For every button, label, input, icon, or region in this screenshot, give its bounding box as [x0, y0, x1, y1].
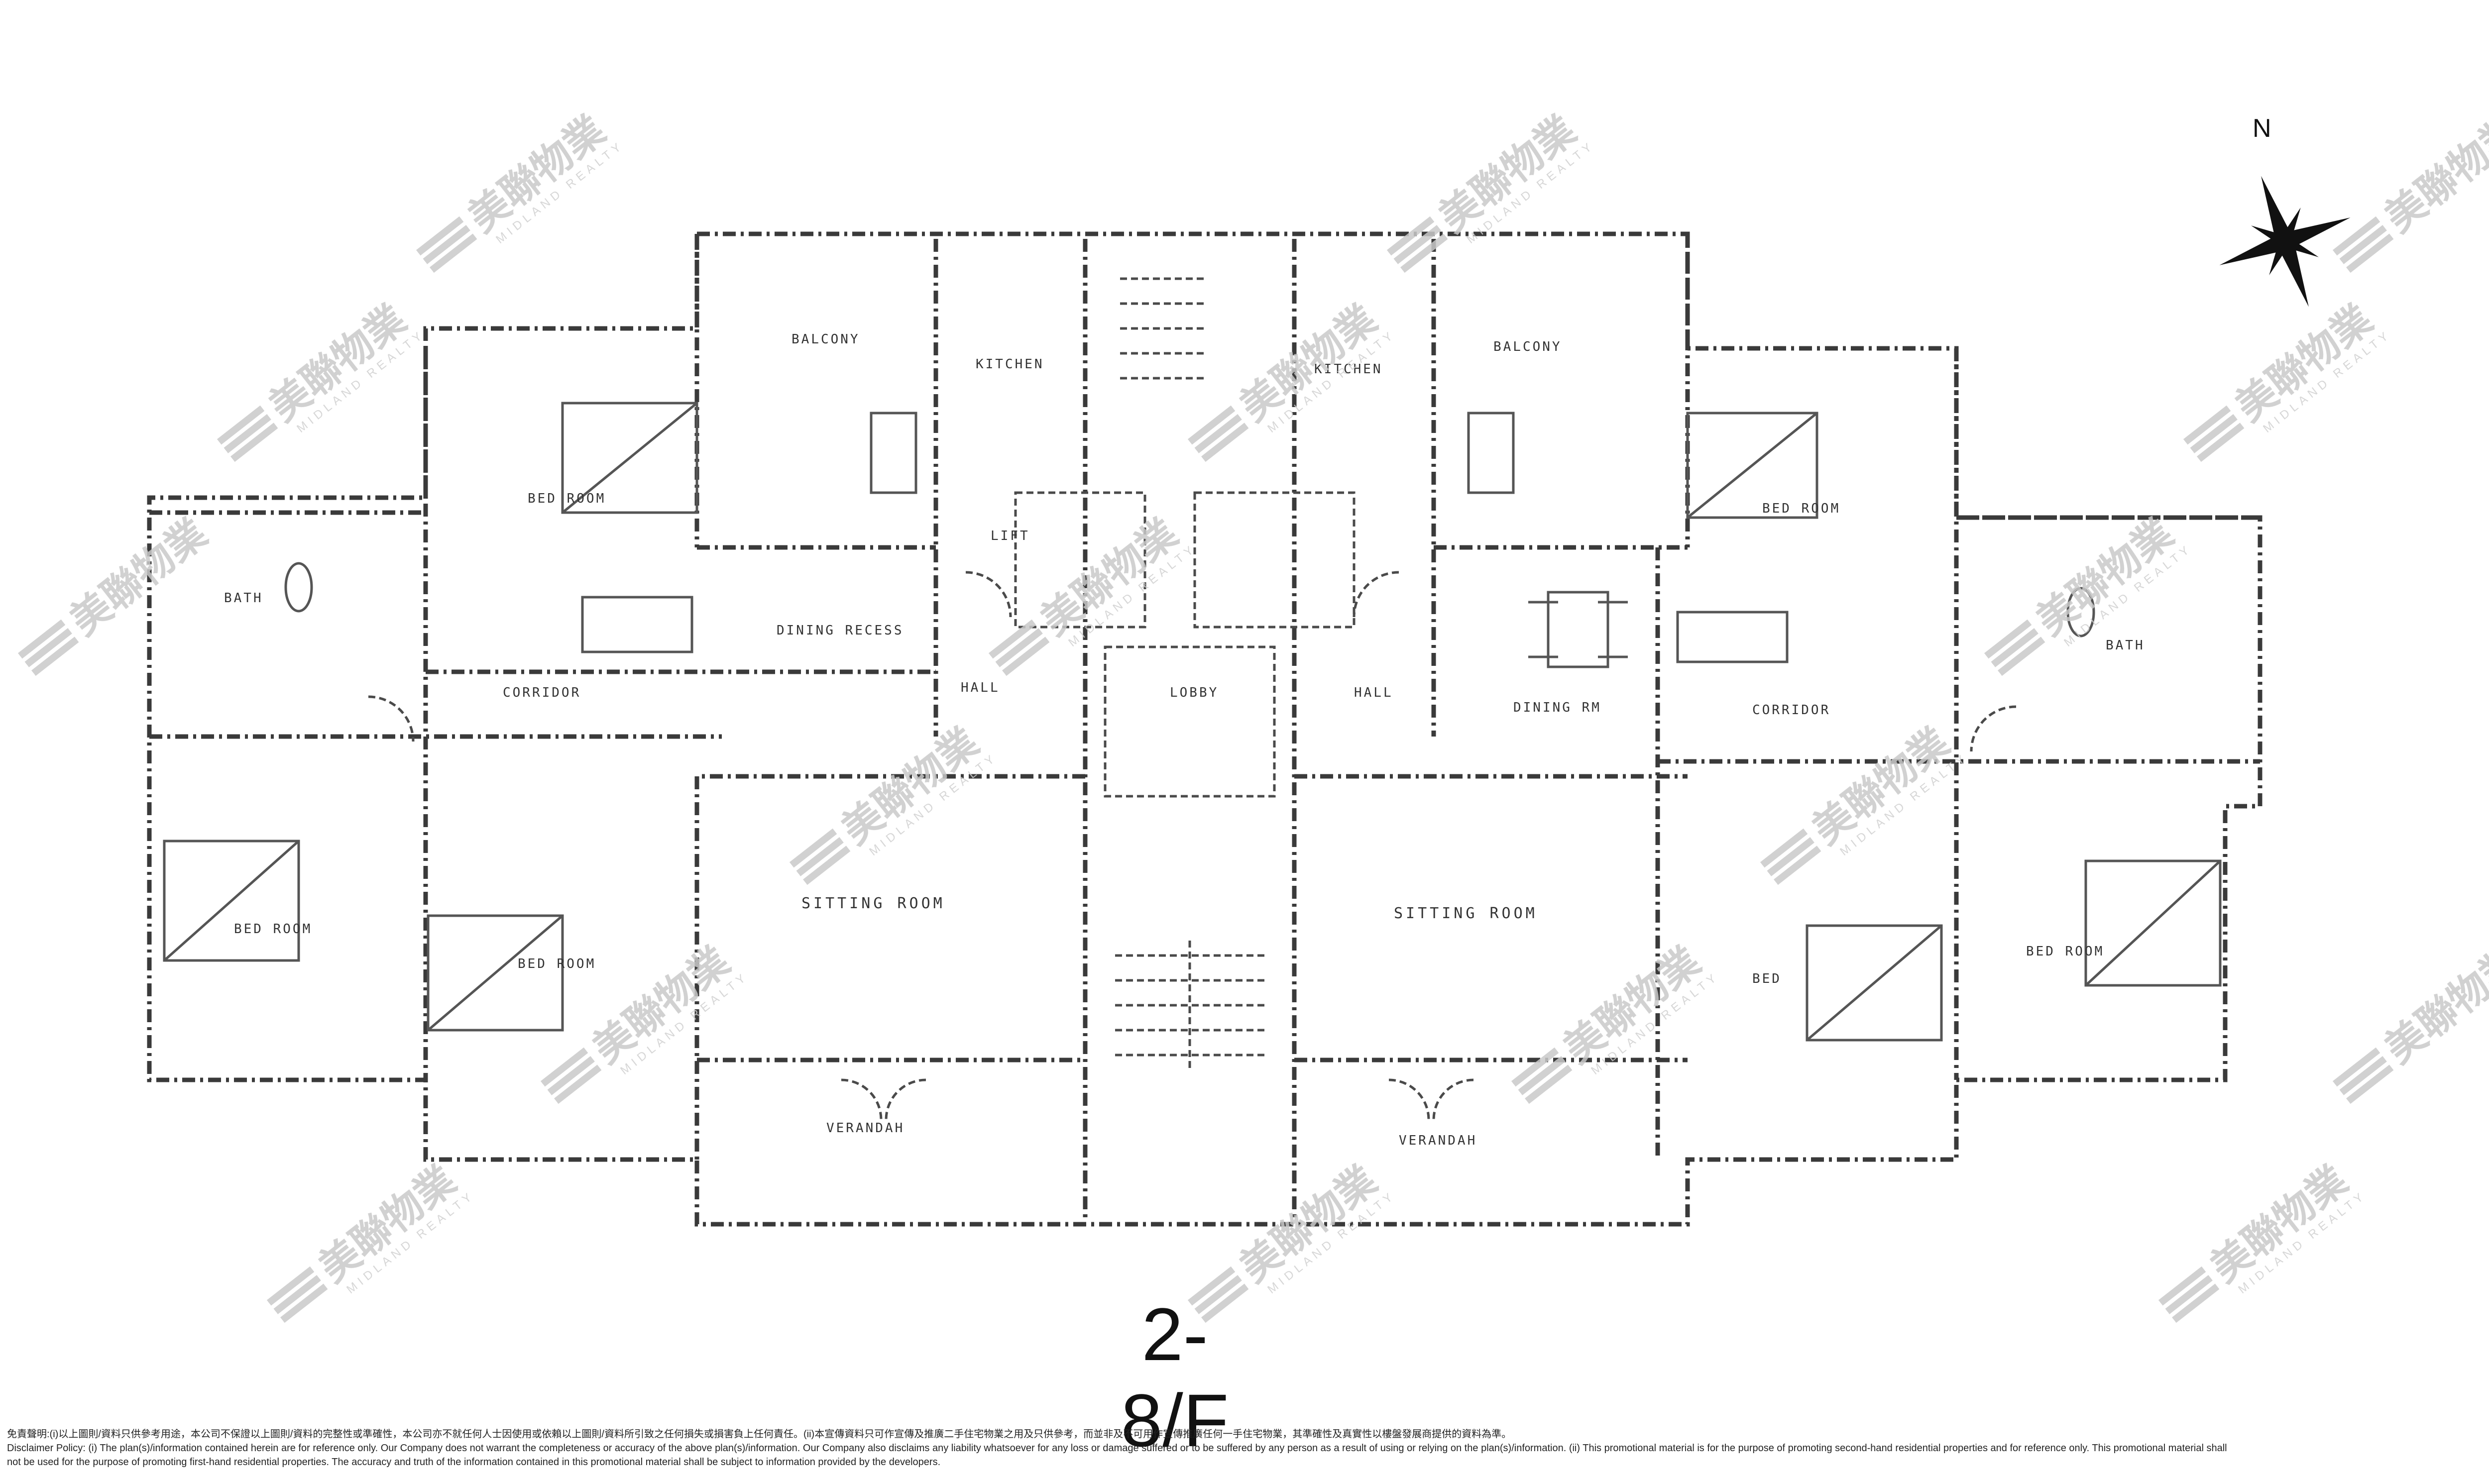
room-label-bed-room-lower-right: BED ROOM	[2026, 944, 2104, 959]
room-label-bed-lower-right: BED	[1752, 971, 1782, 986]
room-label-corridor-left: CORRIDOR	[503, 685, 581, 700]
room-label-balcony-right: BALCONY	[1493, 339, 1562, 354]
room-label-sitting-room-left: SITTING ROOM	[801, 895, 945, 912]
disclaimer-line-en-2: not be used for the purpose of promoting…	[7, 1457, 941, 1468]
room-label-verandah-left: VERANDAH	[826, 1121, 905, 1136]
watermark-layer: 美聯物業 MIDLAND REALTY 美聯物業 MIDLAND REALTY …	[17, 107, 2489, 1323]
room-label-bed-room-upper-right: BED ROOM	[1762, 501, 1840, 516]
outer-wall	[147, 231, 2263, 1227]
room-label-bed-room-lower-left-2: BED ROOM	[518, 956, 596, 971]
disclaimer-line-cn: 免責聲明:(i)以上圖則/資料只供參考用途，本公司不保證以上圖則/資料的完整性或…	[7, 1429, 1512, 1440]
room-label-sitting-room-right: SITTING ROOM	[1394, 905, 1538, 922]
svg-text:美聯物業: 美聯物業	[2377, 107, 2489, 240]
midland-logo-icon: 美聯物業 MIDLAND REALTY	[416, 107, 627, 273]
room-label-bed-room-lower-left-1: BED ROOM	[234, 922, 312, 937]
stairs	[1115, 277, 1264, 1070]
room-label-kitchen-left: KITCHEN	[976, 357, 1044, 372]
room-label-verandah-right: VERANDAH	[1399, 1133, 1477, 1148]
svg-text:美聯物業: 美聯物業	[62, 511, 215, 643]
core-wall-left	[933, 239, 1436, 1219]
floor-label: 2-8/F	[1121, 1292, 1229, 1462]
svg-text:美聯物業: 美聯物業	[2377, 939, 2489, 1071]
room-label-corridor-right: CORRIDOR	[1752, 703, 1830, 718]
room-label-balcony-left: BALCONY	[792, 332, 860, 347]
disclaimer: 免責聲明:(i)以上圖則/資料只供參考用途，本公司不保證以上圖則/資料的完整性或…	[7, 1427, 2489, 1469]
room-label-bath-right: BATH	[2106, 638, 2145, 653]
core-inner	[1014, 491, 1356, 798]
left-unit-walls	[149, 234, 1085, 1160]
room-label-hall-right: HALL	[1354, 685, 1393, 700]
room-label-kitchen-right: KITCHEN	[1314, 362, 1383, 377]
north-arrow-star-icon	[2219, 176, 2351, 307]
disclaimer-line-en-1: Disclaimer Policy: (i) The plan(s)/infor…	[7, 1443, 2227, 1454]
room-label-dining-room-right: DINING RM	[1513, 700, 1601, 715]
room-label-hall-left: HALL	[961, 680, 1000, 695]
furniture	[163, 402, 2222, 1042]
room-label-dining-recess: DINING RECESS	[777, 623, 904, 638]
room-label-bath-left: BATH	[224, 591, 263, 606]
compass-north-label: N	[2253, 114, 2271, 143]
door-swings	[368, 571, 2017, 1120]
room-label-bed-room-upper-left: BED ROOM	[528, 491, 606, 506]
room-label-lift: LIFT	[991, 529, 1030, 543]
room-label-lobby: LOBBY	[1170, 685, 1219, 700]
right-unit-walls	[1294, 234, 2260, 1160]
